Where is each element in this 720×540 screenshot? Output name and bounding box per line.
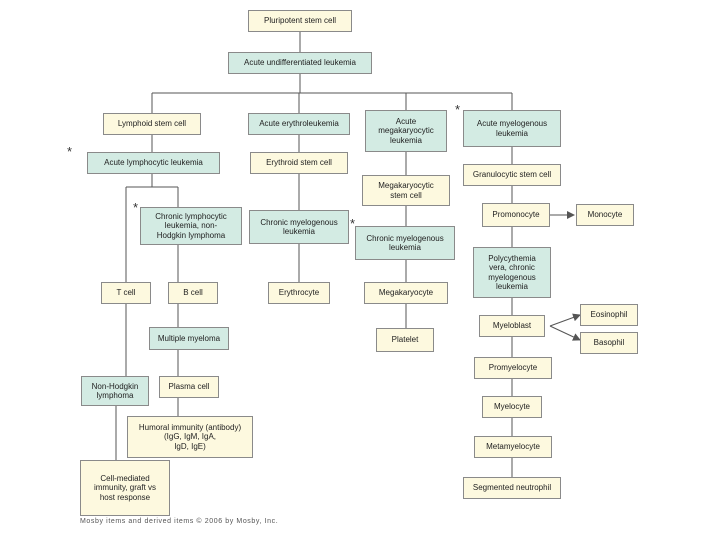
node-chronic-myelogenous-leukemia-erythroid: Chronic myelogenous leukemia bbox=[249, 210, 349, 244]
node-multiple-myeloma: Multiple myeloma bbox=[149, 327, 229, 350]
node-myelocyte: Myelocyte bbox=[482, 396, 542, 418]
node-eosinophil: Eosinophil bbox=[580, 304, 638, 326]
node-segmented-neutrophil: Segmented neutrophil bbox=[463, 477, 561, 499]
node-pluripotent-stem-cell: Pluripotent stem cell bbox=[248, 10, 352, 32]
node-promyelocyte: Promyelocyte bbox=[474, 357, 552, 379]
node-erythrocyte: Erythrocyte bbox=[268, 282, 330, 304]
node-granulocytic-stem-cell: Granulocytic stem cell bbox=[463, 164, 561, 186]
node-b-cell: B cell bbox=[168, 282, 218, 304]
node-acute-undifferentiated-leukemia: Acute undifferentiated leukemia bbox=[228, 52, 372, 74]
node-non-hodgkin-lymphoma: Non-Hodgkin lymphoma bbox=[81, 376, 149, 406]
node-humoral-immunity: Humoral immunity (antibody) (IgG, IgM, I… bbox=[127, 416, 253, 458]
node-platelet: Platelet bbox=[376, 328, 434, 352]
copyright-notice: Mosby items and derived items © 2006 by … bbox=[80, 518, 279, 525]
node-megakaryocyte: Megakaryocyte bbox=[364, 282, 448, 304]
node-erythroid-stem-cell: Erythroid stem cell bbox=[250, 152, 348, 174]
node-metamyelocyte: Metamyelocyte bbox=[474, 436, 552, 458]
node-acute-megakaryocytic-leukemia: Acute megakaryocytic leukemia bbox=[365, 110, 447, 152]
node-myeloblast: Myeloblast bbox=[479, 315, 545, 337]
asterisk-marker: * bbox=[350, 216, 356, 231]
asterisk-marker: * bbox=[455, 102, 461, 117]
node-basophil: Basophil bbox=[580, 332, 638, 354]
asterisk-marker: * bbox=[67, 144, 73, 159]
node-acute-lymphocytic-leukemia: Acute lymphocytic leukemia bbox=[87, 152, 220, 174]
node-chronic-lymphocytic-leukemia: Chronic lymphocytic leukemia, non- Hodgk… bbox=[140, 207, 242, 245]
node-cell-mediated-immunity: Cell-mediated immunity, graft vs host re… bbox=[80, 460, 170, 516]
node-promonocyte: Promonocyte bbox=[482, 203, 550, 227]
node-megakaryocytic-stem-cell: Megakaryocytic stem cell bbox=[362, 175, 450, 206]
node-lymphoid-stem-cell: Lymphoid stem cell bbox=[103, 113, 201, 135]
node-monocyte: Monocyte bbox=[576, 204, 634, 226]
node-plasma-cell: Plasma cell bbox=[159, 376, 219, 398]
node-polycythemia-vera: Polycythemia vera, chronic myelogenous l… bbox=[473, 247, 551, 298]
asterisk-marker: * bbox=[133, 200, 139, 215]
node-acute-erythroleukemia: Acute erythroleukemia bbox=[248, 113, 350, 135]
node-chronic-myelogenous-leukemia-megakaryocytic: Chronic myelogenous leukemia bbox=[355, 226, 455, 260]
node-acute-myelogenous-leukemia: Acute myelogenous leukemia bbox=[463, 110, 561, 147]
node-t-cell: T cell bbox=[101, 282, 151, 304]
